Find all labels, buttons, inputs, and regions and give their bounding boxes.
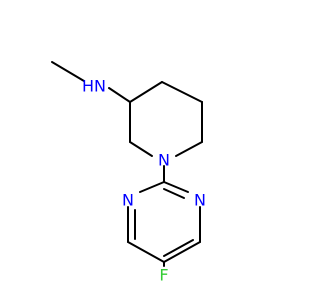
bonds bbox=[51, 61, 203, 267]
pyrimidine-n3-label: N bbox=[194, 191, 206, 210]
ring-nitrogen-label: N bbox=[158, 151, 170, 170]
bond-c6-n1 bbox=[175, 141, 203, 157]
methyl-nitrogen-label: N bbox=[94, 77, 106, 96]
molecule-structure-diagram: H N N N N F bbox=[51, 61, 206, 285]
atom-labels: H N N N N F bbox=[82, 77, 206, 285]
bond-pn1-pc2 bbox=[139, 181, 165, 193]
bond-nh-c3 bbox=[108, 87, 131, 103]
fluorine-label: F bbox=[159, 266, 168, 285]
bond-methyl-nh bbox=[51, 61, 85, 82]
methyl-nitrogen-hydrogen-label: H bbox=[82, 77, 94, 96]
bond-n1-c2 bbox=[129, 141, 153, 157]
molecule-svg: H N N N N F bbox=[51, 61, 206, 285]
bond-c3-c4 bbox=[129, 81, 163, 103]
bond-pc2-pn3-double bbox=[163, 188, 185, 199]
bond-pc4-pc5 bbox=[163, 241, 201, 263]
bond-pc4-pc5-double bbox=[163, 239, 194, 257]
bond-c4-c5 bbox=[161, 81, 203, 103]
bond-pc5-pc6 bbox=[127, 241, 165, 263]
pyrimidine-n1-label: N bbox=[122, 191, 134, 210]
bond-pc2-pn3 bbox=[163, 181, 189, 193]
